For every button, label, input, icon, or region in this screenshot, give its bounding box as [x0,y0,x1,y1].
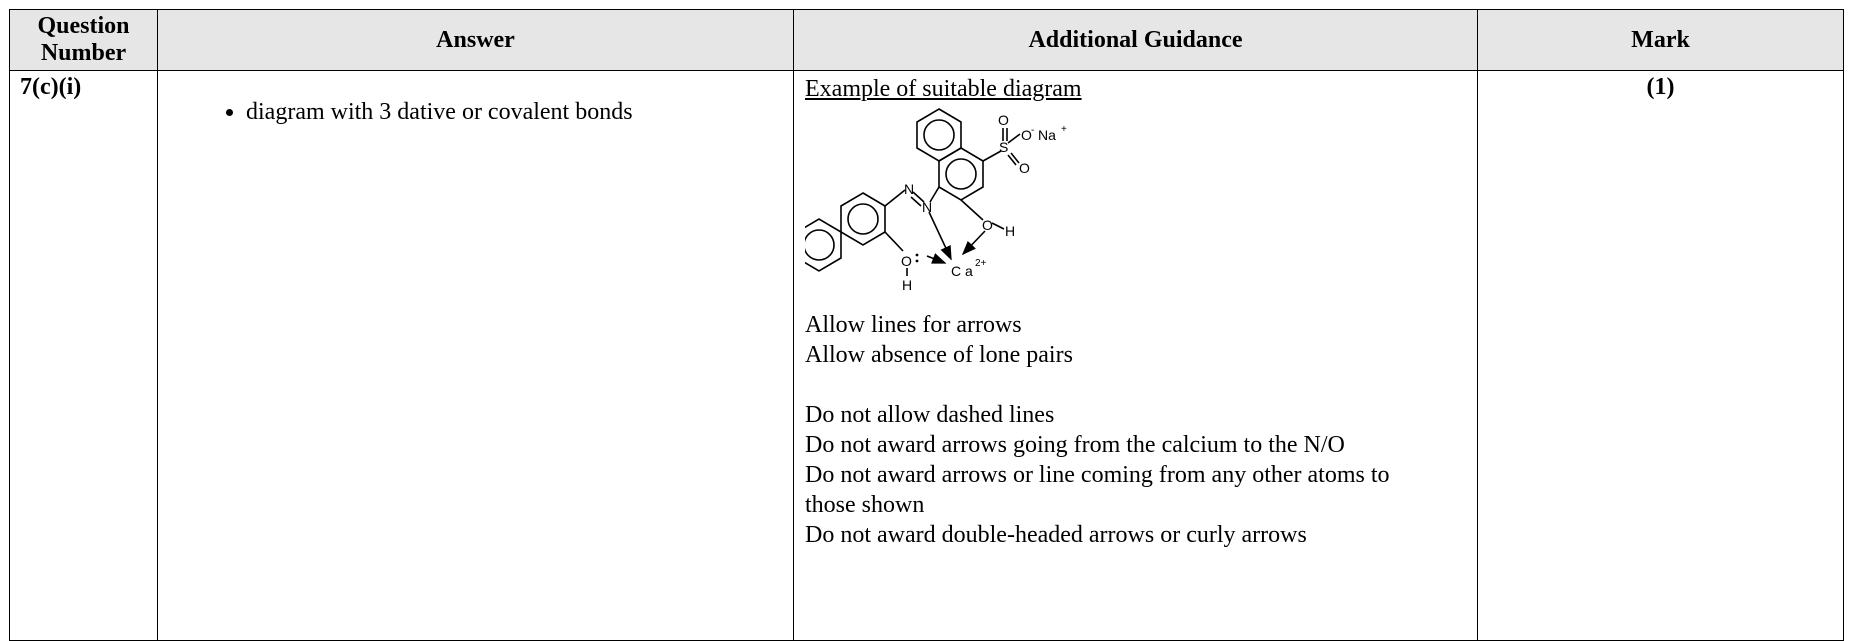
table-row: 7(c)(i) diagram with 3 dative or covalen… [9,70,1844,641]
guidance-line: Do not allow dashed lines [805,402,1055,428]
diagram-label-na: Na [1038,127,1056,143]
guidance-spacer [805,370,1477,400]
diagram-label-minus: - [1031,125,1034,136]
diagram-label-ca-charge: 2+ [975,258,987,269]
guidance-header: Additional Guidance [793,9,1478,71]
question-header-line2: Number [40,40,127,66]
answer-cell: diagram with 3 dative or covalent bonds [157,70,794,641]
left-ring-b [805,218,842,272]
guidance-cell: Example of suitable diagram [793,70,1478,641]
header-row: Question Number Answer Additional Guidan… [9,9,1844,71]
answer-list: diagram with 3 dative or covalent bonds [158,97,793,127]
diagram-label-plus: + [1061,124,1067,135]
guidance-heading: Example of suitable diagram [805,76,1082,102]
guidance-line: those shown [805,492,925,518]
diagram-label-h-left: H [902,277,912,293]
question-header-line1: Question [37,13,130,39]
guidance-line: Allow lines for arrows [805,312,1022,338]
guidance-line: Allow absence of lone pairs [805,342,1073,368]
calcium-complex-diagram: O S O O - Na + N N O H O H C a 2 [805,108,1067,293]
mark-cell: (1) [1477,70,1844,641]
diagram-label-o3: O [1021,127,1032,143]
mark-header: Mark [1477,9,1844,71]
left-ring-a [840,192,886,246]
question-number-header: Question Number [9,9,158,71]
diagram-label-oh-o: O [982,217,993,233]
mark-scheme-table: Question Number Answer Additional Guidan… [9,9,1844,641]
guidance-line: Do not award arrows or line coming from … [805,462,1390,488]
guidance-line: Do not award arrows going from the calci… [805,432,1345,458]
diagram-label-s: S [999,139,1008,155]
diagram-label-o1: O [998,112,1009,128]
diagram-label-n1: N [904,181,914,197]
guidance-line: Do not award double-headed arrows or cur… [805,522,1307,548]
answer-header: Answer [157,9,794,71]
diagram-label-n2: N [922,199,932,215]
diagram-label-o-left: O [901,253,912,269]
diagram-label-oh-h: H [1005,223,1015,239]
answer-point: diagram with 3 dative or covalent bonds [246,97,793,127]
diagram-label-o2: O [1019,160,1030,176]
diagram-label-ca: C a [951,263,973,279]
question-number-cell: 7(c)(i) [9,70,158,641]
